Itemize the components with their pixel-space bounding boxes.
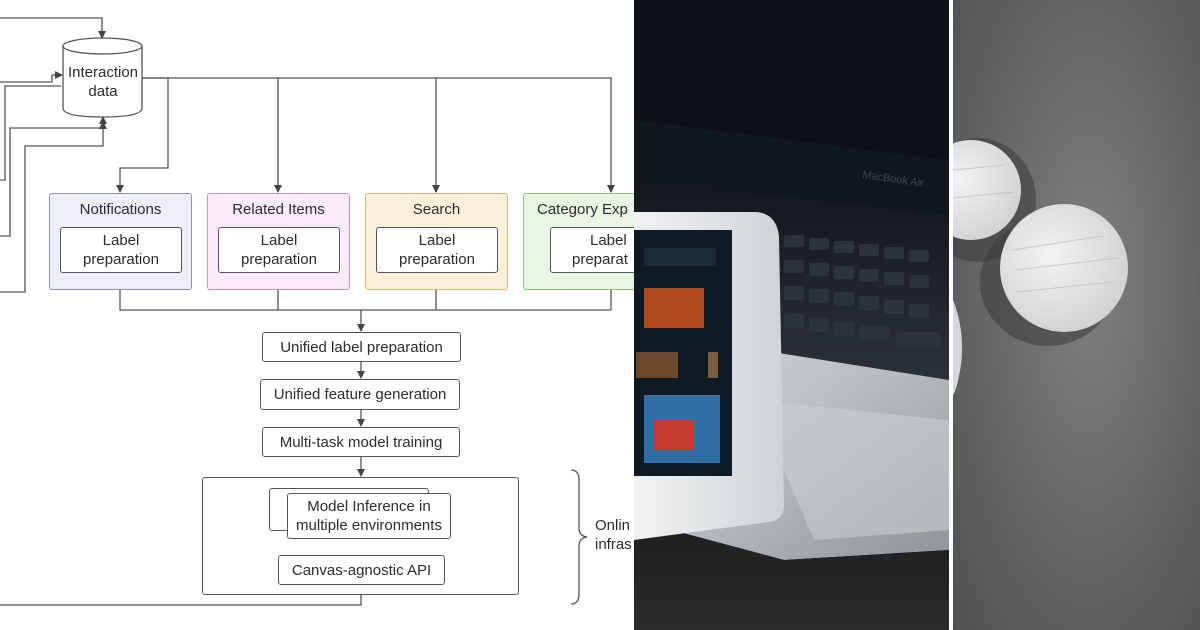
related-items-label-preparation: Label preparation [218,227,340,273]
interaction-data-cylinder [62,37,143,118]
label-prep-line1: Label [260,232,298,249]
group-related-items-title: Related Items [232,201,325,218]
interaction-data-line1: Interaction [67,64,139,81]
group-category-explore: Category Exp Label preparat [523,193,634,290]
interaction-data-line2: data [88,83,118,100]
annotation-line2: infras [595,536,632,553]
group-category-explore-title: Category Exp [537,201,628,218]
group-notifications: Notifications Label preparation [49,193,192,290]
canvas-agnostic-api: Canvas-agnostic API [278,555,445,585]
group-notifications-title: Notifications [79,201,162,218]
unified-label-preparation: Unified label preparation [262,332,461,362]
category-explore-label-preparation: Label preparat [550,227,634,273]
model-inference-line2: multiple environments [296,517,442,534]
unified-feature-generation: Unified feature generation [260,379,460,410]
edge-merge [119,290,612,311]
feedback-line-1 [0,71,63,83]
return-loop-line [0,595,362,606]
model-inference-line1: Model Inference in [307,498,431,515]
online-infra-brace [570,469,588,605]
online-infra-annotation: Onlin infras [595,516,634,556]
feedback-line-4 [0,121,107,293]
edge-to-search [278,77,440,193]
architecture-diagram: Interaction data Notifications Label pre… [0,17,634,606]
laptop-tablet-illustration: MacBook Air [634,0,949,630]
group-related-items: Related Items Label preparation [207,193,350,290]
search-label-preparation: Label preparation [376,227,498,273]
label-prep-line1: Label [418,232,456,249]
wooden-cylinders-illustration [953,0,1200,630]
model-inference-box: Model Inference in multiple environments [287,493,451,539]
label-prep-line1: Label [590,232,627,249]
diagram-connectors [0,17,615,606]
group-search: Search Label preparation [365,193,508,290]
label-prep-line1: Label [102,232,140,249]
wooden-cylinders-photo [953,0,1200,630]
interaction-data-label: Interaction data [58,60,148,104]
feedback-line-2 [0,85,61,181]
notifications-label-preparation: Label preparation [60,227,182,273]
edge-to-category [436,77,615,193]
annotation-line1: Onlin [595,517,631,534]
label-prep-line2: preparation [399,251,475,268]
edge-to-related-items [142,77,282,193]
label-prep-line2: preparat [572,251,628,268]
feedback-line-top [0,17,106,39]
label-prep-line2: preparation [83,251,159,268]
laptop-tablet-photo: MacBook Air [634,0,949,630]
multi-task-model-training: Multi-task model training [262,427,460,457]
photo-divider [949,0,953,630]
group-search-title: Search [412,201,461,218]
label-prep-line2: preparation [241,251,317,268]
